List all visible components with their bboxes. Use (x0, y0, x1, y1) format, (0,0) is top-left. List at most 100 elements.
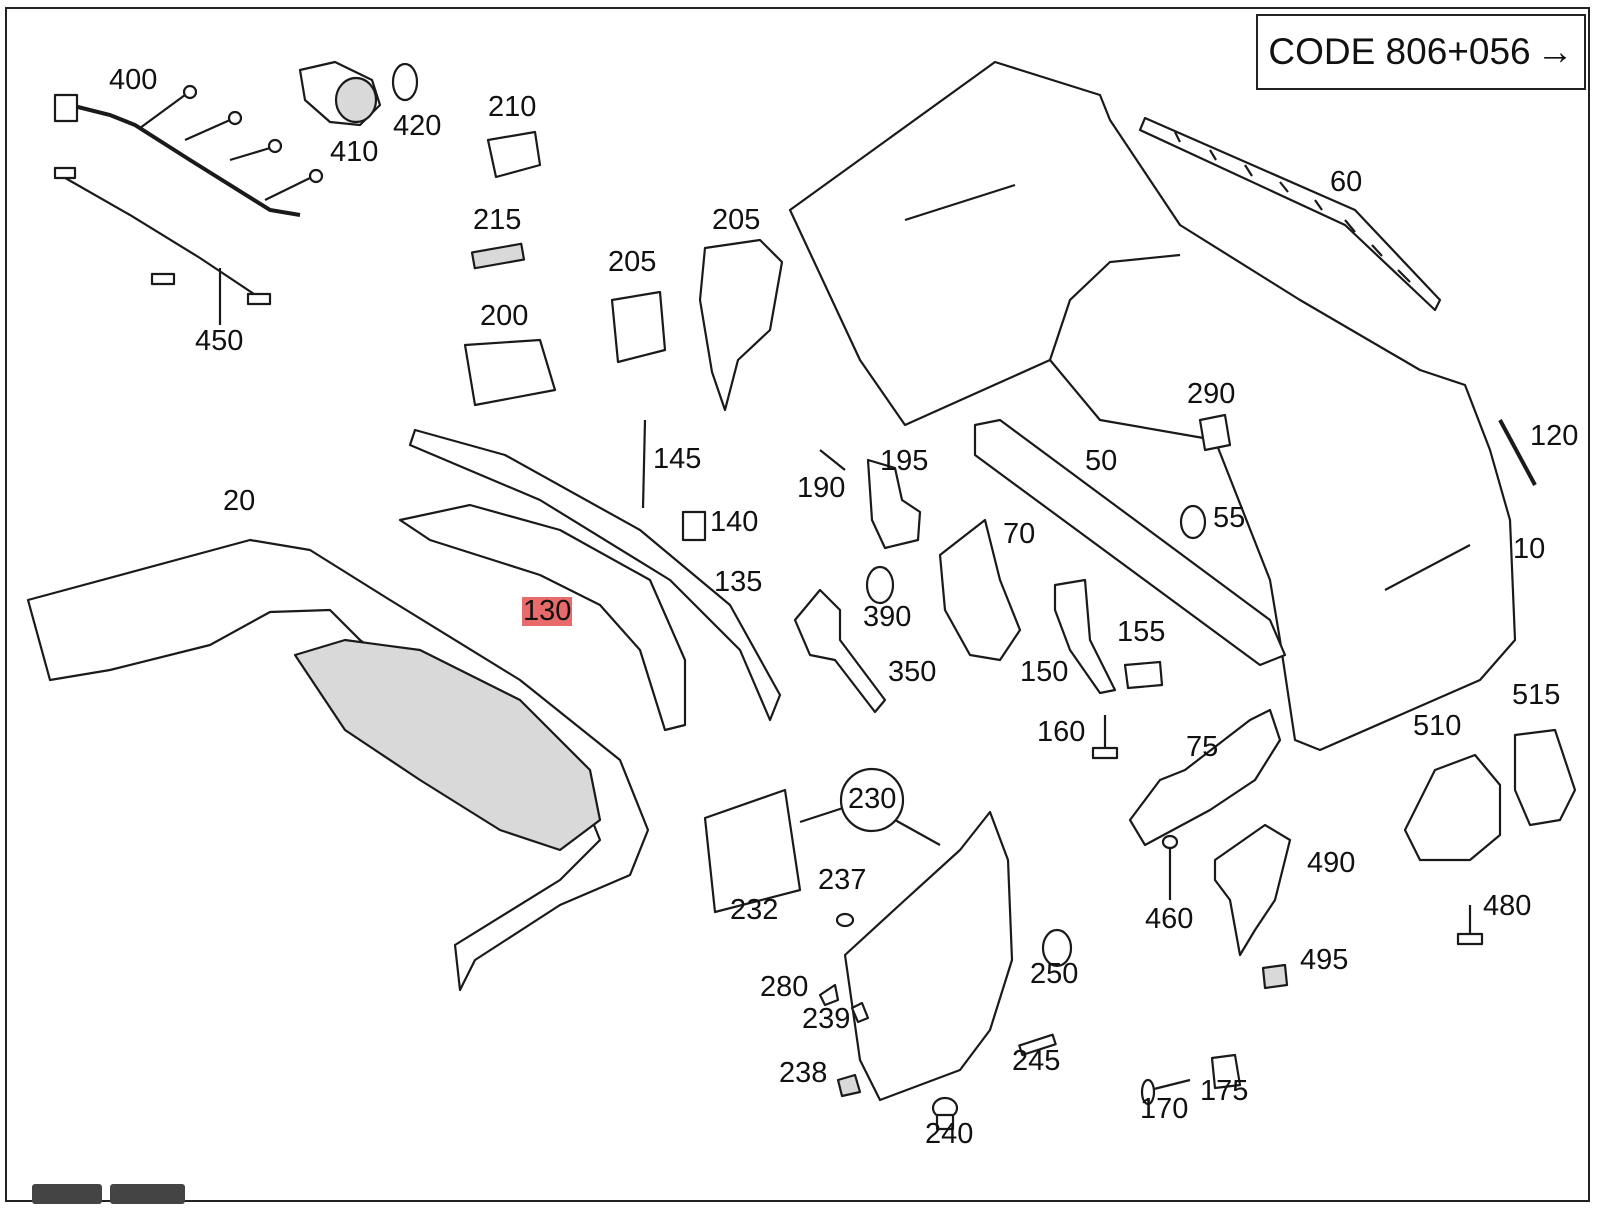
code-label-box: CODE 806+056 → (1256, 14, 1586, 90)
callout-450: 450 (195, 325, 244, 357)
callout-280: 280 (760, 971, 809, 1003)
part-230-bracket (843, 810, 1014, 1102)
part-410-sensor (298, 60, 382, 127)
part-20-diffuser (293, 638, 602, 852)
callout-200: 200 (480, 300, 529, 332)
part-480-bolt (1456, 905, 1484, 946)
part-75-bracket (1128, 708, 1282, 847)
part-230-callout-circle (839, 767, 905, 833)
callout-190: 190 (797, 472, 846, 504)
watermark-smudge (32, 1184, 102, 1204)
part-195-bracket (866, 458, 922, 550)
callout-410: 410 (330, 136, 379, 168)
part-215-clip (470, 242, 526, 270)
part-20-lower-cover (26, 538, 650, 992)
callout-145: 145 (653, 443, 702, 475)
part-175-clip (1210, 1053, 1242, 1090)
callout-20: 20 (223, 485, 256, 517)
part-450-cable (53, 166, 272, 325)
callout-170: 170 (1140, 1093, 1189, 1125)
watermark-smudge (110, 1184, 185, 1204)
part-239-clip (850, 1001, 870, 1024)
part-200-cover (463, 338, 557, 407)
part-390-grommet (865, 565, 895, 605)
callout-215: 215 (473, 204, 522, 236)
part-460-rivet (1161, 834, 1179, 900)
part-205-bracket-left (610, 290, 667, 364)
callout-238: 238 (779, 1057, 828, 1089)
callout-515: 515 (1512, 679, 1561, 711)
part-70-bracket (938, 518, 1022, 662)
callout-239: 239 (802, 1003, 851, 1035)
callout-240: 240 (925, 1118, 974, 1150)
callout-245: 245 (1012, 1045, 1061, 1077)
callout-205-left: 205 (608, 246, 657, 278)
callout-135: 135 (714, 566, 763, 598)
callout-155: 155 (1117, 616, 1166, 648)
part-230-leaders (799, 806, 941, 846)
part-155-clip (1123, 660, 1164, 690)
callout-510: 510 (1413, 710, 1462, 742)
callout-400: 400 (109, 64, 158, 96)
callout-205-right: 205 (712, 204, 761, 236)
callout-232: 232 (730, 894, 779, 926)
callout-490: 490 (1307, 847, 1356, 879)
part-120-strip (1498, 419, 1537, 486)
part-245-clip (1018, 1033, 1057, 1057)
callout-55: 55 (1213, 502, 1246, 534)
part-205-bracket-right (698, 238, 784, 412)
part-55-grommet (1179, 504, 1207, 540)
part-237-nut (835, 912, 855, 928)
callout-140: 140 (710, 506, 759, 538)
callout-237: 237 (818, 864, 867, 896)
callout-70: 70 (1003, 518, 1036, 550)
callout-50: 50 (1085, 445, 1118, 477)
callout-75: 75 (1186, 731, 1219, 763)
part-170-screw (1140, 1078, 1191, 1106)
part-240-plug (931, 1096, 959, 1131)
part-130-strip (398, 503, 687, 732)
callout-290: 290 (1187, 378, 1236, 410)
part-510-housing (1403, 753, 1502, 862)
part-238-nut (836, 1073, 862, 1098)
part-60-slots (1174, 131, 1411, 283)
code-label: CODE 806+056 (1268, 31, 1531, 72)
callout-250: 250 (1030, 958, 1079, 990)
callout-210: 210 (488, 91, 537, 123)
callout-195: 195 (880, 445, 929, 477)
callout-160: 160 (1037, 716, 1086, 748)
part-280-clip (818, 983, 840, 1007)
callout-460: 460 (1145, 903, 1194, 935)
callout-60: 60 (1330, 166, 1363, 198)
callout-420: 420 (393, 110, 442, 142)
part-140-clip (681, 510, 707, 542)
callout-230: 230 (848, 783, 897, 815)
part-420-ring (391, 62, 419, 102)
callout-120: 120 (1530, 420, 1579, 452)
part-10-groove-side (1384, 544, 1471, 591)
callout-175: 175 (1200, 1075, 1249, 1107)
part-190-pin (819, 449, 846, 471)
part-60-trim (1138, 116, 1442, 312)
part-50-beam (973, 418, 1287, 667)
part-210-bracket (486, 130, 542, 179)
part-135-strip (408, 428, 782, 722)
part-400-harness (53, 84, 324, 217)
part-10-bumper-shell (788, 60, 1517, 752)
callout-480: 480 (1483, 890, 1532, 922)
callout-390: 390 (863, 601, 912, 633)
callout-150: 150 (1020, 656, 1069, 688)
part-150-bracket (1053, 578, 1117, 695)
callout-350: 350 (888, 656, 937, 688)
part-160-bolt (1091, 715, 1119, 760)
part-515-gasket (1513, 728, 1577, 827)
part-10-groove-top (904, 183, 1016, 222)
callout-495: 495 (1300, 944, 1349, 976)
part-495-nut (1261, 963, 1289, 990)
part-290-clip (1198, 413, 1232, 452)
part-10-inner-edge (1048, 253, 1181, 361)
callout-130: 130 (522, 595, 573, 627)
part-250-grommet (1041, 928, 1073, 968)
part-145-rod (641, 419, 647, 509)
